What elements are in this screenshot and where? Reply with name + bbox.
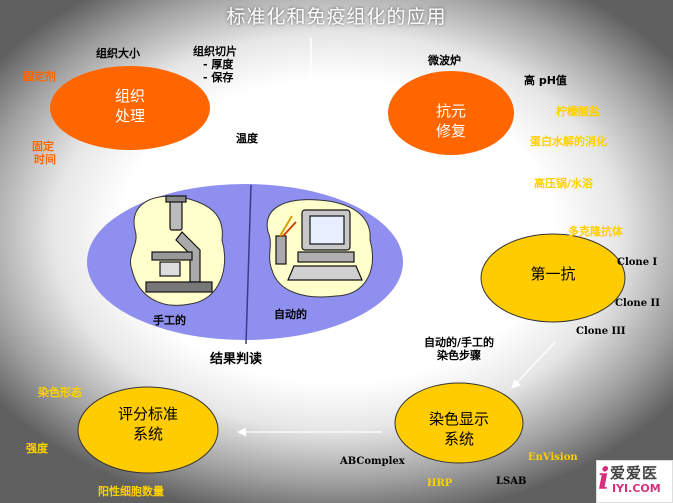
- scoring-system-line2: 系统: [132, 425, 163, 443]
- label-storage: - 保存: [203, 71, 234, 84]
- antigen-retrieval-node: [388, 71, 514, 155]
- label-polyclonal: 多克隆抗体: [568, 225, 623, 238]
- label-clone-2: Clone II: [615, 298, 660, 309]
- label-tissue-size: 组织大小: [96, 47, 140, 60]
- antigen-retrieval-line1: 抗元: [435, 102, 466, 120]
- scoring-system-line1: 评分标准: [117, 405, 178, 423]
- label-clone-3: Clone III: [576, 326, 626, 337]
- arrow-primary-to-detection: [511, 341, 556, 389]
- tissue-processing-label: 组织 处理: [90, 86, 170, 126]
- label-intensity: 强度: [26, 442, 48, 455]
- primary-antibody-node: [480, 233, 626, 323]
- label-manual: 手工的: [153, 314, 186, 327]
- label-staining-steps-2: 染色步骤: [437, 349, 482, 362]
- label-citrate: 柠檬酸盐: [556, 105, 600, 118]
- label-hrp: HRP: [427, 478, 453, 489]
- label-clone-1: Clone I: [617, 257, 658, 268]
- scoring-system-label: 评分标准 系统: [98, 404, 198, 444]
- label-staining-steps-1: 自动的/手工的: [424, 336, 495, 349]
- label-high-ph: 高 pH值: [524, 74, 567, 87]
- detection-system-label: 染色显示 系统: [409, 409, 509, 449]
- detection-system-line2: 系统: [443, 430, 474, 448]
- label-fixative: 固定剂: [23, 70, 56, 83]
- label-lsab: LSAB: [496, 476, 527, 487]
- label-pressure-cooker: 高压锅/水浴: [534, 177, 594, 190]
- label-tissue-section: 组织切片 - 厚度 - 保存: [193, 45, 237, 84]
- arrow-retrieval-to-primary: [471, 169, 511, 229]
- label-thickness: - 厚度: [203, 58, 234, 71]
- label-envision: EnVision: [528, 452, 578, 463]
- microscope-icon: [145, 195, 213, 293]
- label-temperature: 温度: [236, 132, 258, 145]
- tissue-processing-node: [50, 66, 210, 150]
- label-result-reading: 结果判读: [210, 352, 263, 367]
- label-staining-pattern: 染色形态: [38, 386, 82, 399]
- label-staining-steps: 自动的/手工的 染色步骤: [424, 336, 494, 362]
- diagram-title: 标准化和免疫组化的应用: [226, 6, 447, 28]
- antigen-retrieval-label: 抗元 修复: [411, 101, 491, 141]
- tissue-processing-line1: 组织: [114, 87, 145, 105]
- label-positive-cell-count: 阳性细胞数量: [98, 485, 164, 498]
- label-fixation-time-2: 时间: [34, 153, 56, 166]
- detection-system-line1: 染色显示: [428, 410, 489, 428]
- watermark-letter: i: [598, 462, 610, 497]
- arrow-tissue-to-retrieval: [299, 82, 359, 95]
- scoring-system-node: [77, 386, 219, 474]
- label-automatic: 自动的: [274, 308, 307, 321]
- watermark-cn: 爱爱医: [610, 464, 659, 482]
- computer-icon: [275, 209, 363, 281]
- primary-antibody-label: 第一抗: [530, 265, 576, 283]
- label-microwave: 微波炉: [428, 54, 461, 67]
- label-tissue-section-title: 组织切片: [193, 45, 237, 58]
- label-fixation-time: 固定 时间: [30, 140, 56, 166]
- label-abcomplex: ABComplex: [340, 456, 405, 467]
- watermark-en: IYI.COM: [612, 482, 661, 495]
- antigen-retrieval-line2: 修复: [435, 122, 466, 140]
- detection-system-node: [394, 382, 524, 464]
- label-fixation-time-1: 固定: [32, 140, 54, 153]
- ellipse-divider: [245, 184, 252, 345]
- label-protease: 蛋白水解的消化: [530, 135, 607, 148]
- tissue-processing-line2: 处理: [114, 107, 145, 125]
